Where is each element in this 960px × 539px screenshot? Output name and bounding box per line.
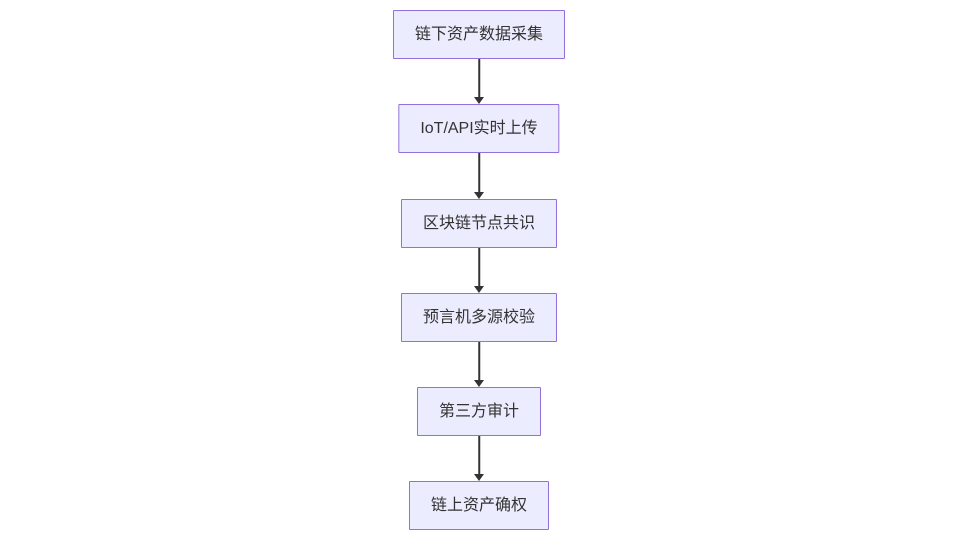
node-label: 预言机多源校验 [422,309,536,326]
node-label: IoT/API实时上传 [420,120,538,137]
flowchart-node-F: 链上资产确权 [408,481,550,530]
edge-B-C [473,153,485,199]
edge-E-F [473,436,485,481]
edge-D-E [473,342,485,387]
arrowhead-down-icon [474,286,484,293]
arrowhead-down-icon [474,474,484,481]
arrowhead-down-icon [474,192,484,199]
node-label: 区块链节点共识 [422,215,536,232]
flowchart-node-D: 预言机多源校验 [400,293,558,342]
edge-line [478,59,480,98]
edge-C-D [473,248,485,293]
edge-line [478,436,480,475]
edge-line [478,342,480,381]
edge-A-B [473,59,485,104]
node-label: 链下资产数据采集 [414,26,544,43]
edge-line [478,153,480,193]
node-label: 第三方审计 [438,403,520,420]
flowchart-node-C: 区块链节点共识 [400,199,558,248]
flowchart-node-E: 第三方审计 [416,387,542,436]
node-label: 链上资产确权 [430,497,528,514]
flowchart-node-B: IoT/API实时上传 [398,104,560,153]
edge-line [478,248,480,287]
arrowhead-down-icon [474,97,484,104]
arrowhead-down-icon [474,380,484,387]
flowchart-node-A: 链下资产数据采集 [392,10,566,59]
